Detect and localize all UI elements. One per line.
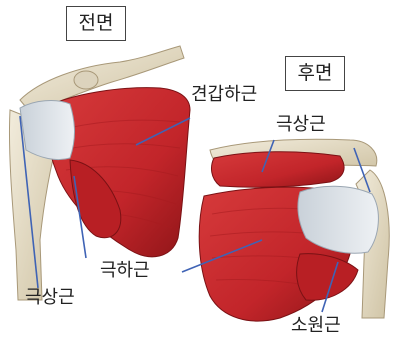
callout-supraspinatus-front: 극상근 <box>25 289 75 307</box>
back-view-illustration <box>182 139 389 321</box>
front-tendon <box>20 101 75 160</box>
supraspinatus-muscle-back <box>212 152 345 187</box>
callout-supraspinatus-back: 극상근 <box>276 116 326 134</box>
callout-subscapularis: 견갑하근 <box>191 86 257 104</box>
callout-infraspinatus: 극하근 <box>100 262 150 280</box>
view-label-front: 전면 <box>66 6 126 41</box>
view-label-back: 후면 <box>285 56 345 91</box>
callout-teres-minor: 소원근 <box>291 317 341 335</box>
coracoid-process <box>74 71 98 89</box>
